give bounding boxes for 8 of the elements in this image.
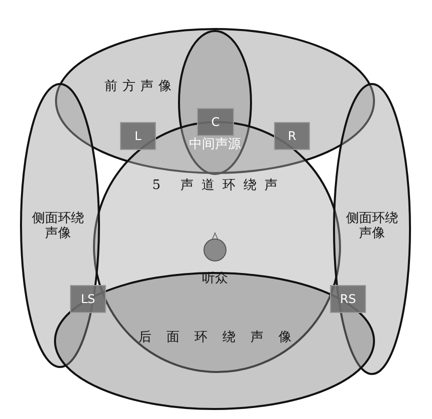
zone-label: 5 声道环绕声	[151, 179, 286, 194]
zone-label: 侧面环绕声像	[345, 212, 399, 242]
zone-label: 中间声源	[189, 138, 241, 153]
zone-label: 前方声像	[104, 80, 176, 95]
zone-label: 侧面环绕声像	[31, 212, 85, 242]
zone-label: 后面环绕声像	[138, 331, 306, 346]
speaker-marker: LS	[70, 285, 106, 313]
speaker-marker: RS	[330, 285, 366, 313]
